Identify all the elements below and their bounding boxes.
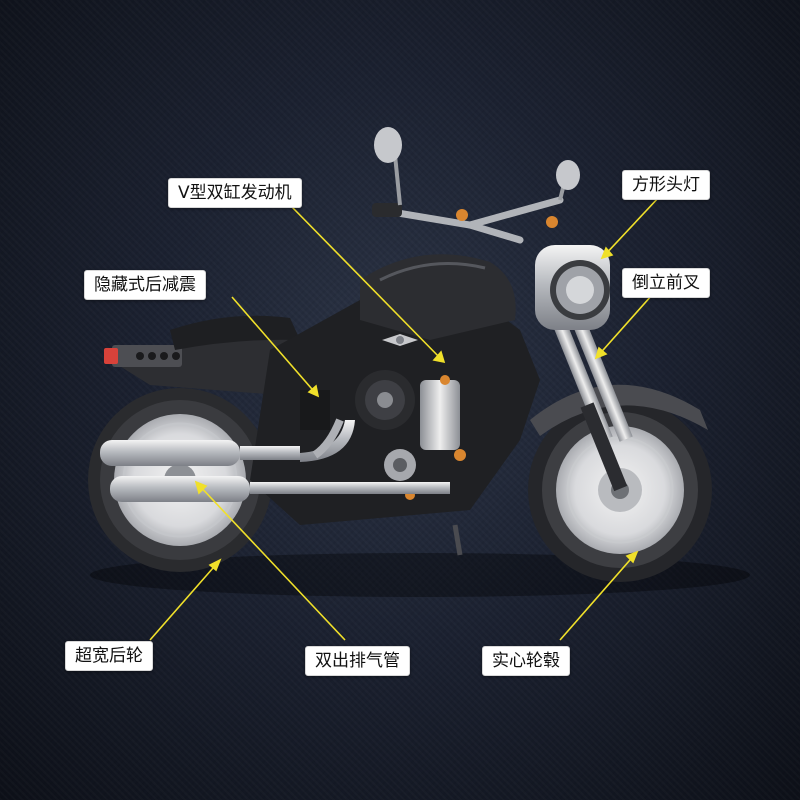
front-fork [543,297,633,492]
fuel-tank [360,254,516,340]
front-fender [530,384,708,436]
rear-fender [110,330,300,395]
kickstand [452,524,463,556]
engine [355,370,466,500]
handlebars [372,196,564,244]
callout-exhaust: 双出排气管 [305,646,410,676]
leader-lines [149,195,661,641]
callout-engine: V型双缸发动机 [168,178,302,208]
headlight [535,245,610,330]
tail-light [104,348,118,364]
emblem [382,334,418,346]
tail-block [112,345,182,367]
seat [170,315,300,350]
rear-shock-absorber [300,390,344,459]
callout-headlight: 方形头灯 [622,170,710,200]
callout-rear-shock: 隐藏式后减震 [84,270,206,300]
front-wheel [528,398,712,582]
callout-front-fork: 倒立前叉 [622,268,710,298]
callout-rear-wheel: 超宽后轮 [65,641,153,671]
mirrors [374,127,580,206]
callout-hub: 实心轮毂 [482,646,570,676]
